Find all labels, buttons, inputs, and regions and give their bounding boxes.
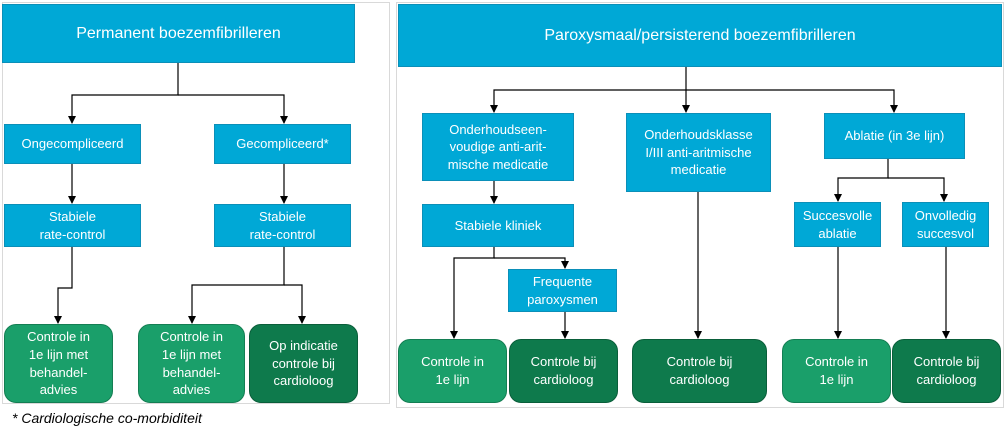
header-paroxysmal-af: Paroxysmaal/persisterend boezemfibriller… bbox=[398, 4, 1002, 67]
box-complicated: Gecompliceerd* bbox=[214, 124, 351, 164]
box-frequent-paroxysms: Frequente paroxysmen bbox=[508, 269, 617, 312]
box-stable-rate-control-left: Stabiele rate-control bbox=[4, 204, 141, 247]
outcome-cardiologist-indication: Op indicatie controle bij cardioloog bbox=[249, 324, 358, 403]
outcome-cardiologist-right-1: Controle bij cardioloog bbox=[509, 339, 618, 403]
outcome-first-line-right-2: Controle in 1e lijn bbox=[782, 339, 891, 403]
box-stable-rate-control-right: Stabiele rate-control bbox=[214, 204, 351, 247]
box-single-antiarrhythmic: Onderhoudseen- voudige anti-arit- mische… bbox=[422, 113, 574, 181]
outcome-first-line-right-1: Controle in 1e lijn bbox=[398, 339, 507, 403]
box-successful-ablation: Succesvolle ablatie bbox=[794, 202, 881, 247]
box-stable-clinic: Stabiele kliniek bbox=[422, 204, 574, 247]
outcome-first-line-advice-left: Controle in 1e lijn met behandel- advies bbox=[4, 324, 113, 403]
outcome-cardiologist-right-3: Controle bij cardioloog bbox=[892, 339, 1001, 403]
header-permanent-af: Permanent boezemfibrilleren bbox=[2, 4, 355, 63]
outcome-first-line-advice-right: Controle in 1e lijn met behandel- advies bbox=[138, 324, 245, 403]
outcome-cardiologist-right-2: Controle bij cardioloog bbox=[632, 339, 767, 403]
box-ablation: Ablatie (in 3e lijn) bbox=[824, 113, 965, 159]
box-class-antiarrhythmic: Onderhoudsklasse I/III anti-aritmische m… bbox=[626, 113, 771, 192]
footnote: * Cardiologische co-morbiditeit bbox=[12, 410, 202, 426]
box-incomplete-success: Onvolledig succesvol bbox=[902, 202, 989, 247]
box-uncomplicated: Ongecompliceerd bbox=[4, 124, 141, 164]
